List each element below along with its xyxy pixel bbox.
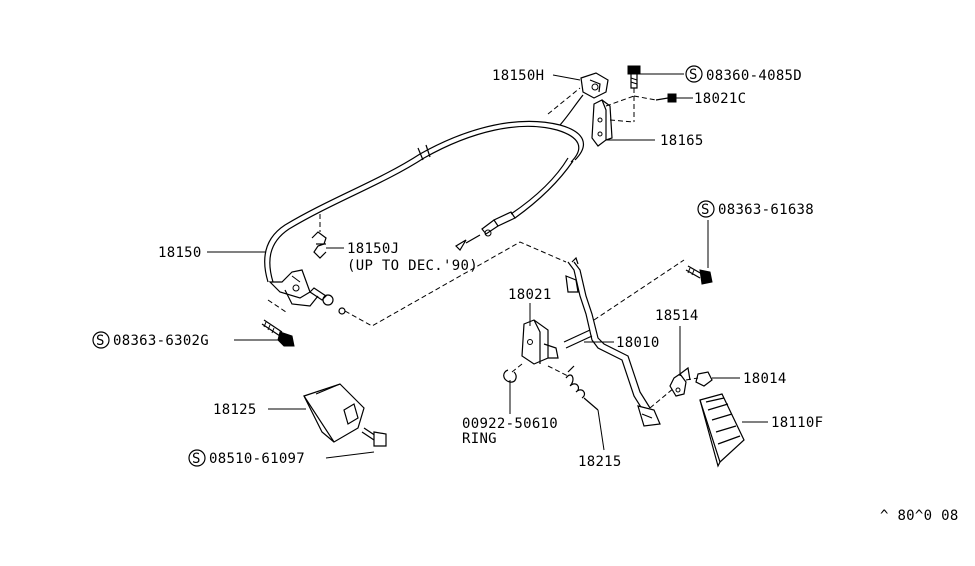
clamp-18150H xyxy=(580,72,609,99)
label-18125: 18125 xyxy=(213,402,257,418)
bracket-18165 xyxy=(591,99,613,147)
screw-08363-6302G xyxy=(261,319,295,347)
leader-lines xyxy=(207,73,768,459)
label-00922-50610: 00922-50610 xyxy=(462,416,558,432)
label-18150J-note: (UP TO DEC.'90) xyxy=(347,258,478,274)
label-18021C: 18021C xyxy=(694,91,746,107)
footer-code: ^ 80^0 08 xyxy=(880,508,959,524)
label-18150J: 18150J xyxy=(347,241,399,257)
label-18021: 18021 xyxy=(508,287,552,303)
s-marker-08363-61638: S xyxy=(701,202,710,218)
pedal-arm-18010 xyxy=(565,256,661,427)
label-08510-61097: 08510-61097 xyxy=(209,451,305,467)
screw-08360-4085D xyxy=(627,65,641,89)
label-08360-4085D: 08360-4085D xyxy=(706,68,802,84)
label-18010: 18010 xyxy=(616,335,660,351)
label-18014: 18014 xyxy=(743,371,787,387)
label-08363-6302G: 08363-6302G xyxy=(113,333,209,349)
bracket-18021 xyxy=(521,319,593,365)
clip-18150J xyxy=(311,214,327,259)
label-18514: 18514 xyxy=(655,308,699,324)
label-18110F: 18110F xyxy=(771,415,823,431)
label-18215: 18215 xyxy=(578,454,622,470)
label-ring: RING xyxy=(462,431,497,447)
cover-18125 xyxy=(303,383,365,443)
screw-08363-61638 xyxy=(685,265,713,285)
bolt-18021C xyxy=(655,93,677,103)
cable-lower-bracket xyxy=(268,269,346,315)
label-18150H: 18150H xyxy=(492,68,544,84)
label-08363-61638: 08363-61638 xyxy=(718,202,814,218)
spring-18215 xyxy=(565,365,599,411)
s-marker-08363-6302G: S xyxy=(96,333,105,349)
s-marker-08360: S xyxy=(689,67,698,83)
bumper-18014 xyxy=(695,371,713,387)
screw-markers: S S S S xyxy=(92,65,715,467)
label-18165: 18165 xyxy=(660,133,704,149)
s-marker-08510: S xyxy=(192,451,201,467)
accelerator-cable-18150 xyxy=(264,94,585,283)
screw-08510-61097 xyxy=(361,427,387,447)
label-18150: 18150 xyxy=(158,245,202,261)
pedal-pad-18110F xyxy=(699,393,745,468)
